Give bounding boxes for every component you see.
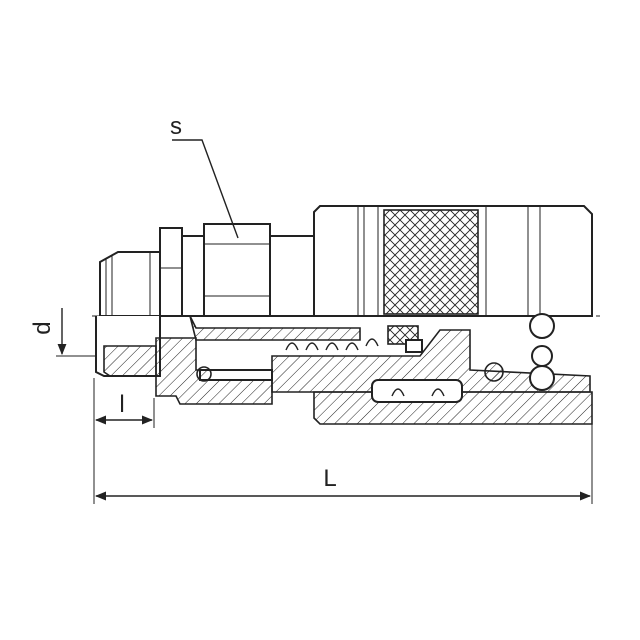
locking-ball-upper [529, 313, 555, 339]
dimension-s: s [170, 113, 239, 239]
threaded-end [95, 251, 161, 377]
dimension-d: d [29, 308, 96, 357]
adapter-collar [269, 235, 315, 317]
section-lower [155, 315, 593, 425]
dimension-L: L [93, 424, 593, 504]
locking-ball-lower [529, 365, 555, 391]
label-L: L [323, 465, 336, 492]
label-s: s [170, 113, 182, 140]
sleeve-upper [313, 205, 593, 317]
spring [285, 338, 445, 397]
knurled-grip [383, 209, 479, 315]
label-d: d [29, 321, 56, 334]
hex-nut [159, 223, 271, 317]
dimension-l: l [93, 378, 155, 428]
o-ring [484, 362, 504, 382]
balls-and-seals [196, 313, 555, 391]
label-l: l [119, 391, 124, 418]
